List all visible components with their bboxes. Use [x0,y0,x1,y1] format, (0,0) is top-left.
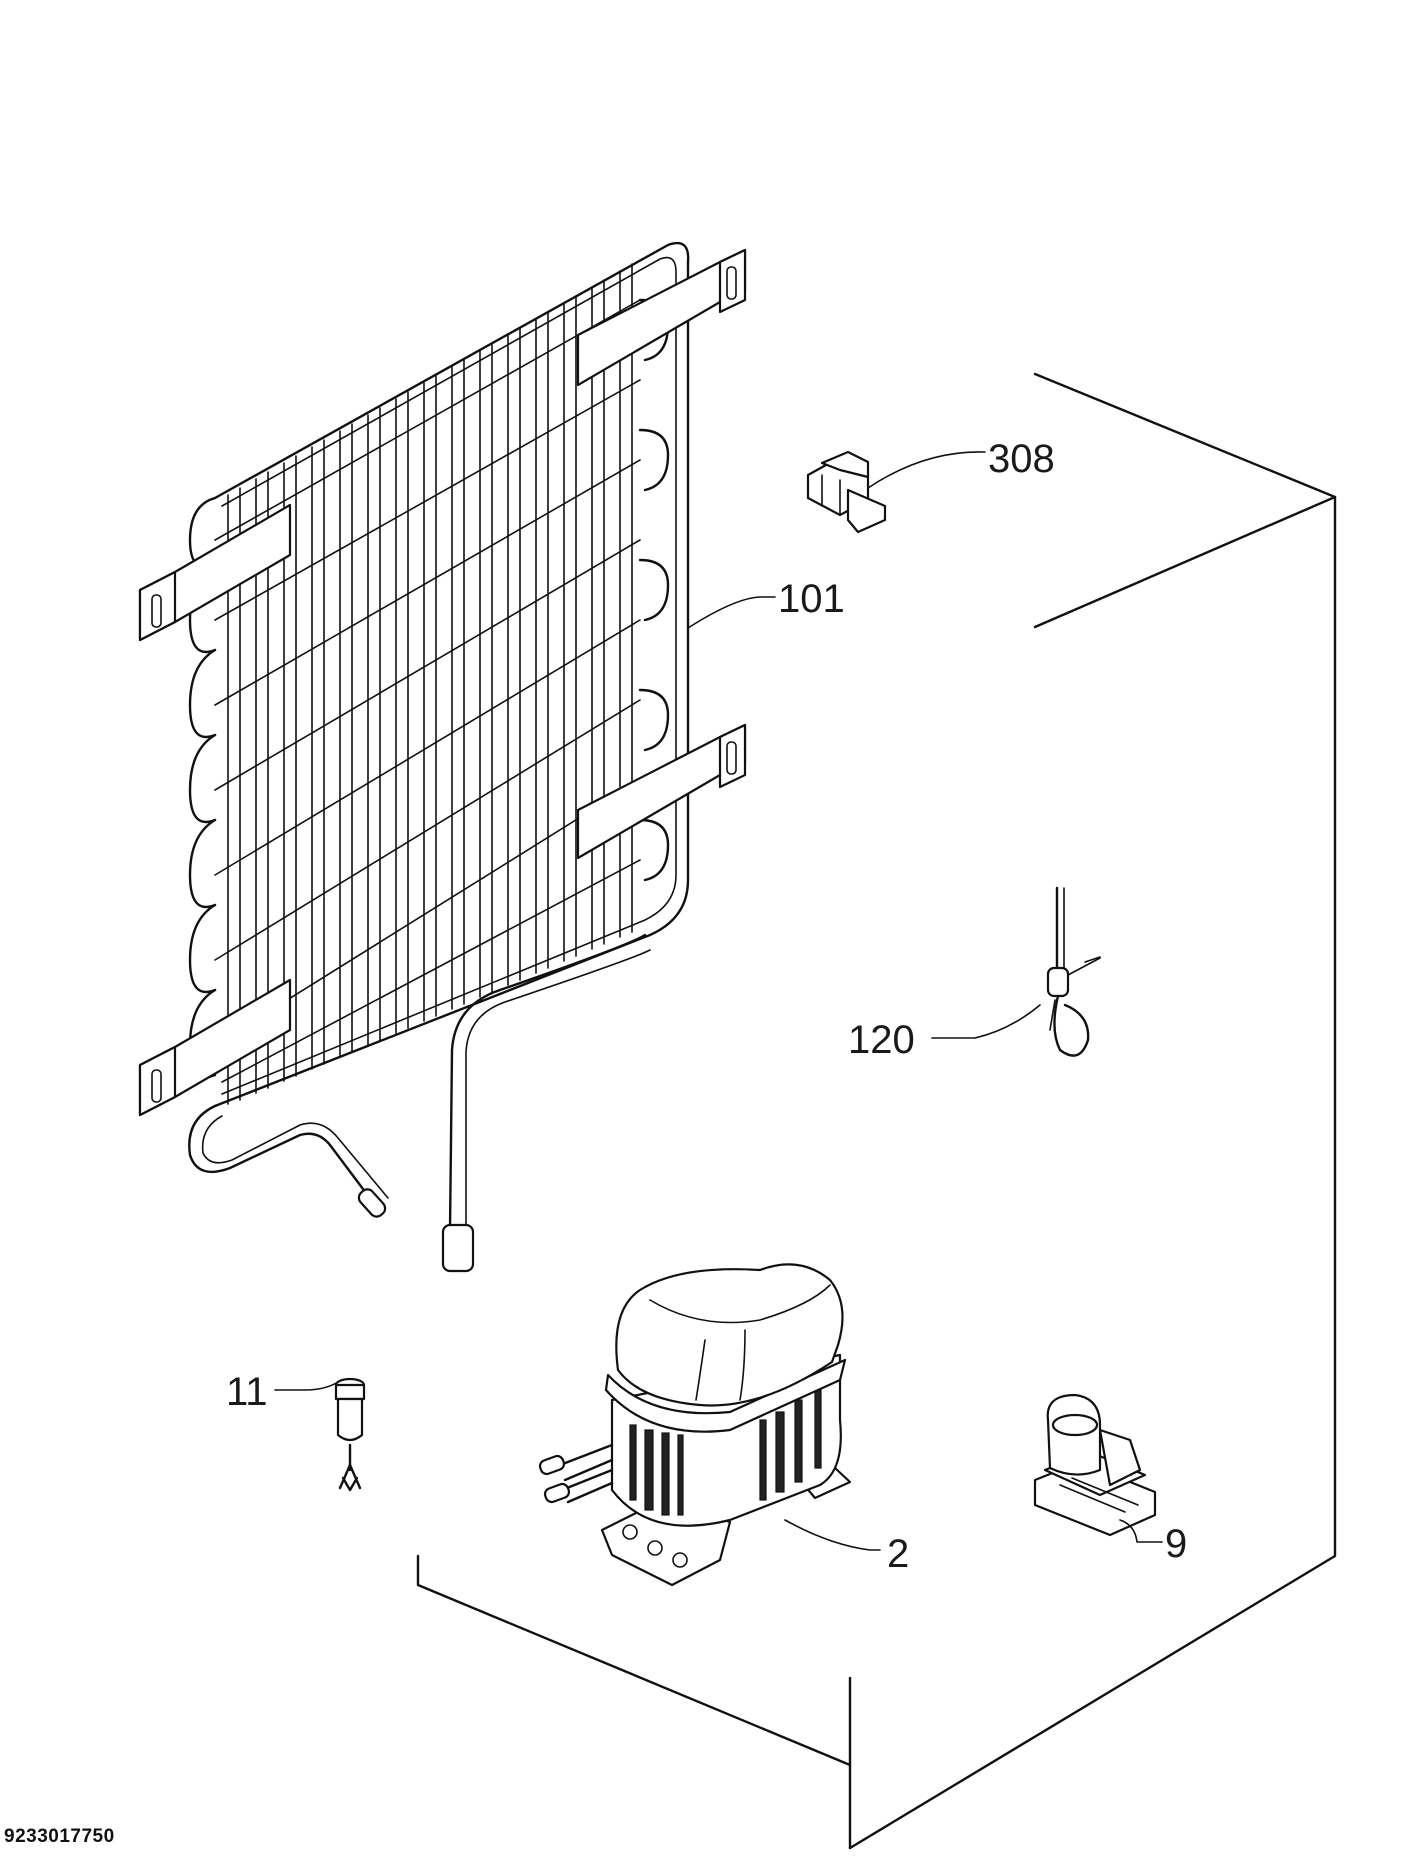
condenser-bracket-left-upper [138,503,292,642]
cabinet-outline [416,372,1337,1850]
condenser-grille [138,241,747,1273]
condenser-outlet-tubes [188,933,651,1273]
condenser-vertical-wires [227,263,633,1105]
callout-101: 101 [778,577,845,621]
part-9-relay [1033,1393,1157,1537]
callout-120: 120 [848,1018,915,1062]
part-308-clip [806,450,887,534]
document-number: 9233017750 [4,1826,115,1847]
part-11-component [334,1377,366,1492]
condenser-tube-rows [214,299,641,1083]
callout-11: 11 [226,1370,268,1414]
part-2-compressor [538,1263,852,1587]
callout-308: 308 [988,437,1055,481]
part-120-sensor [1046,886,1101,1057]
compressor-tubes [538,1443,614,1504]
condenser-serpentine-tube [188,241,690,1108]
leader-lines [274,451,1163,1551]
callout-2: 2 [887,1532,909,1576]
condenser-bracket-right-lower [576,723,747,860]
condenser-bracket-left-lower [138,978,292,1117]
condenser-bracket-right-upper [576,248,747,387]
compressor-shading [629,1387,822,1516]
callout-9: 9 [1165,1522,1187,1566]
